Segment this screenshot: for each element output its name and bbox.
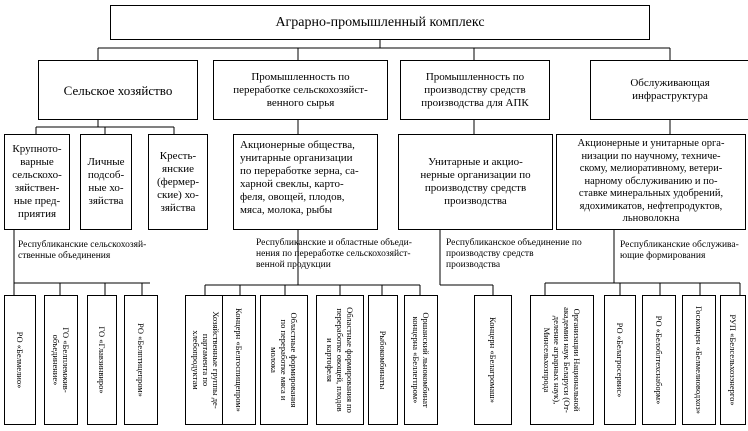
bottom-box-vegetables: Областные формирования по переработке ов… [316, 295, 364, 425]
bottom-text: Оршанский льнокомбинат концерна «Беллегп… [411, 312, 431, 408]
bottom-box-glavzinviro: ГО «Главзинвиро» [87, 295, 117, 425]
branch-production-title: Промышленность по производству средств п… [421, 70, 529, 109]
bottom-text: РО «Белмелио» [15, 331, 25, 389]
branch-processing: Промышленность по переработке сельскохоз… [213, 60, 388, 120]
bottom-box-belptiseprom: РО «Белптицепром» [124, 295, 158, 425]
bottom-text: ГО «Белплемжив- объединение» [51, 327, 71, 393]
agri-subunit-farm-text: Кресть- янские (фермер- ские) хо- зяйств… [156, 149, 199, 214]
bottom-text: Областные формирования по переработке ов… [325, 307, 355, 413]
root-node: Аграрно-промышленный комплекс [110, 5, 650, 40]
production-desc-text: Унитарные и акцио- нерные организации по… [420, 156, 531, 207]
root-title: Аграрно-промышленный комплекс [275, 15, 485, 30]
bottom-text: ГО «Главзинвиро» [97, 326, 107, 394]
agri-union-label: Республиканские сельскохозяй- ственные о… [18, 240, 147, 261]
infrastructure-desc: Акционерные и унитарные орга- низации по… [556, 134, 746, 230]
branch-infrastructure: Обслуживающая инфраструктура [590, 60, 748, 120]
bottom-box-belmeliovodhoz: Госкомцен «Белмелиоводхоз» [682, 295, 716, 425]
infrastructure-desc-text: Акционерные и унитарные орга- низации по… [577, 138, 725, 225]
bottom-box-belmelio: РО «Белмелио» [4, 295, 36, 425]
bottom-text: РО «Белптицепром» [136, 323, 146, 397]
branch-production: Промышленность по производству средств п… [400, 60, 550, 120]
bottom-box-belselhozenergo: РУП «Белсельхозэнерго» [720, 295, 746, 425]
bottom-text: Концерн «Белгоспищепром» [234, 308, 244, 412]
bottom-text: Организации Национальной академии наук Б… [542, 307, 582, 413]
bottom-box-belgospishcheprom: Концерн «Белгоспищепром» [222, 295, 256, 425]
branch-agriculture: Сельское хозяйство [38, 60, 198, 120]
bottom-text: РО «Белоблтехснаборм» [654, 315, 664, 405]
bottom-box-fish-plants: Рыбокомбинаты [368, 295, 398, 425]
agri-subunit-farm: Кресть- янские (фермер- ские) хо- зяйств… [148, 134, 208, 230]
bottom-box-belplemzhiv: ГО «Белплемжив- объединение» [44, 295, 78, 425]
bottom-text: Концерн «Белагромаш» [488, 317, 498, 403]
bottom-box-belagroservice: РО «Белагросервис» [604, 295, 636, 425]
bottom-box-beloblteh: РО «Белоблтехснаборм» [642, 295, 676, 425]
infrastructure-union-label: Республиканские обслужива- ющие формиров… [620, 240, 739, 261]
bottom-text: Хозяйственные группы де- партамента по х… [191, 311, 221, 409]
bottom-text: Областные формирования по переработке мя… [269, 312, 299, 408]
production-desc: Унитарные и акцио- нерные организации по… [398, 134, 553, 230]
bottom-box-grain-groups: Хозяйственные группы де- партамента по х… [185, 295, 227, 425]
agri-subunit-large: Крупното- варные сельскохо- зяйствен- ны… [4, 134, 70, 230]
bottom-text: РО «Белагросервис» [615, 322, 625, 398]
processing-desc-text: Акционерные общества, унитарные организа… [240, 139, 359, 216]
bottom-box-meat-milk: Областные формирования по переработке мя… [260, 295, 308, 425]
bottom-box-orsha-flax: Оршанский льнокомбинат концерна «Беллегп… [404, 295, 438, 425]
bottom-text: РУП «Белсельхозэнерго» [728, 314, 738, 406]
agri-subunit-personal: Личные подсоб- ные хо- зяйства [80, 134, 132, 230]
bottom-box-academy: Организации Национальной академии наук Б… [530, 295, 594, 425]
branch-infrastructure-title: Обслуживающая инфраструктура [630, 77, 710, 102]
bottom-text: Рыбокомбинаты [378, 330, 388, 390]
bottom-text: Госкомцен «Белмелиоводхоз» [694, 306, 704, 414]
bottom-box-belagromash: Концерн «Белагромаш» [474, 295, 512, 425]
agri-subunit-personal-text: Личные подсоб- ные хо- зяйства [87, 156, 125, 207]
branch-agriculture-title: Сельское хозяйство [63, 82, 173, 98]
branch-processing-title: Промышленность по переработке сельскохоз… [233, 70, 368, 109]
production-union-label: Республиканское объединение по производс… [446, 238, 582, 270]
agri-subunit-large-text: Крупното- варные сельскохо- зяйствен- ны… [12, 143, 62, 220]
processing-desc: Акционерные общества, унитарные организа… [233, 134, 378, 230]
processing-union-label: Республиканские и областные объеди- нени… [256, 238, 412, 270]
